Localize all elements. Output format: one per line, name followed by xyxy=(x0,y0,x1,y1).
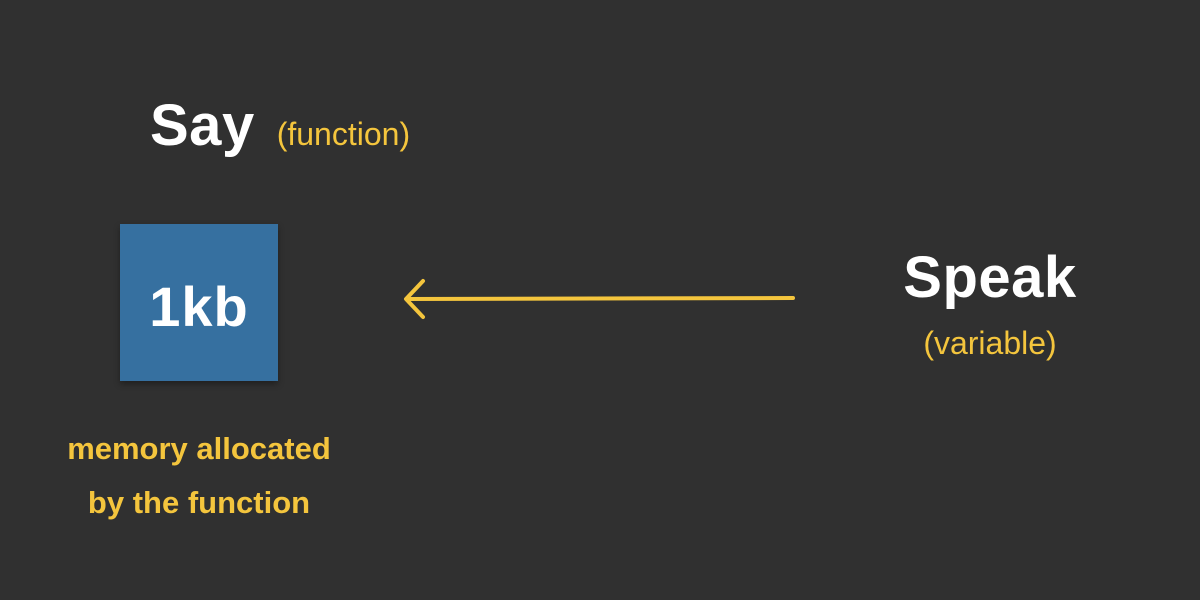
function-kind: (function) xyxy=(276,116,411,152)
variable-kind: (variable) xyxy=(923,325,1057,361)
function-name: Say xyxy=(150,93,255,158)
memory-size: 1kb xyxy=(149,275,249,338)
memory-block: 1kb xyxy=(120,224,278,381)
variable-name: Speak xyxy=(903,245,1077,310)
memory-caption-line2: by the function xyxy=(87,485,311,520)
function-label: Say (function) xyxy=(150,92,410,162)
memory-caption-line1: memory allocated xyxy=(67,431,331,466)
memory-caption: memory allocated by the function xyxy=(40,422,358,530)
reference-arrow-icon xyxy=(404,279,795,319)
